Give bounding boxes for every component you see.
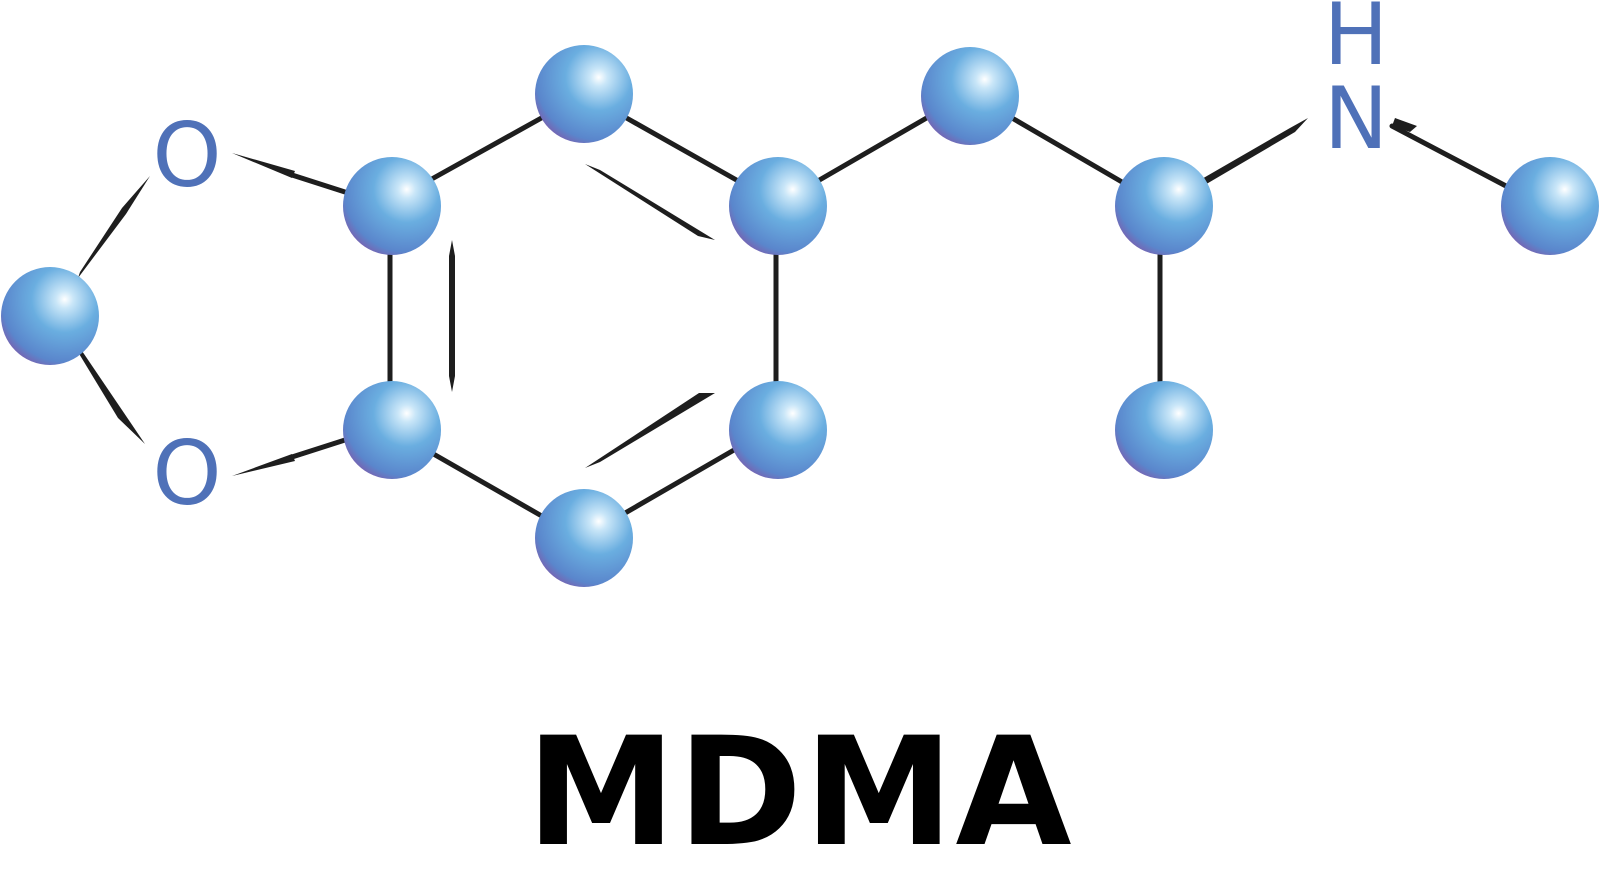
atom-sphere-cb — [1115, 157, 1213, 255]
bond-ca-cb — [1009, 115, 1125, 185]
bond-c2-c3 — [620, 113, 743, 185]
molecule-name: MDMA — [526, 706, 1074, 880]
bond-ring-o2 — [289, 437, 348, 460]
wedge-o2-ring — [232, 454, 295, 476]
atom-sphere-c3 — [729, 157, 827, 255]
atoms — [1, 45, 1599, 587]
bond-n-cn — [1389, 123, 1509, 189]
wedge-n-cn — [1392, 118, 1417, 132]
atom-sphere-c4 — [729, 381, 827, 479]
atom-sphere-ca — [921, 47, 1019, 145]
atom-sphere-c1 — [343, 157, 441, 255]
atom-label-o2: O — [152, 422, 221, 525]
atom-label-n: N — [1324, 69, 1388, 169]
wedge-inner-c6-c1 — [449, 240, 455, 392]
mdma-structure-diagram: O O H N — [1, 0, 1599, 587]
atom-sphere-cmethyl — [1115, 381, 1213, 479]
bonds — [289, 113, 1509, 519]
wedge-inner-c4-c5 — [585, 393, 715, 468]
bond-c3-ca — [813, 113, 933, 185]
bond-ring-o1 — [289, 172, 348, 195]
atom-sphere-c5 — [535, 489, 633, 587]
atom-sphere-c6 — [343, 381, 441, 479]
wedge-o1-ring — [232, 153, 295, 178]
bond-c1-c2 — [427, 113, 548, 183]
wedge-o2-ch2 — [78, 348, 145, 444]
atom-sphere-cn — [1501, 157, 1599, 255]
wedge-cb-n — [1200, 118, 1308, 186]
tapered-bonds — [78, 118, 1417, 476]
atom-label-h: H — [1324, 0, 1389, 85]
atom-label-o1: O — [152, 104, 221, 207]
bond-c5-c6 — [427, 449, 543, 518]
atom-sphere-c2 — [535, 45, 633, 143]
heteroatom-labels: O O H N — [152, 0, 1388, 525]
wedge-inner-c2-c3 — [585, 164, 715, 240]
bond-c4-c5 — [617, 447, 737, 519]
atom-sphere-ch2 — [1, 267, 99, 365]
wedge-o1-ch2 — [78, 176, 150, 278]
